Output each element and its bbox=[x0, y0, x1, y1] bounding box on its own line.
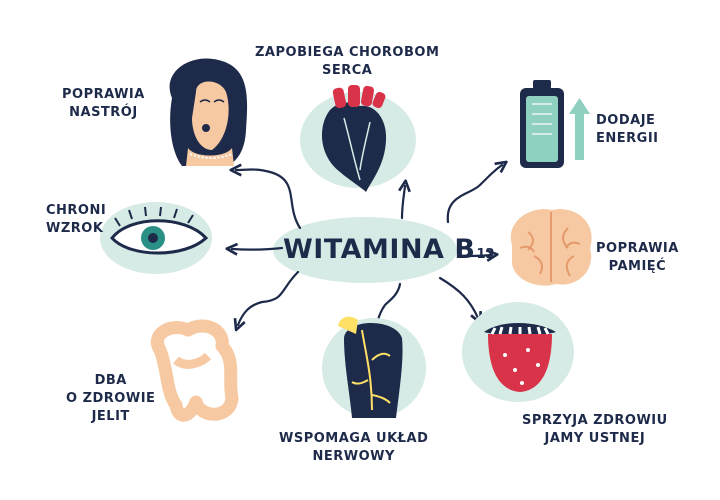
battery-illustration bbox=[520, 80, 590, 168]
label-mood: POPRAWIA NASTRÓJ bbox=[62, 86, 145, 122]
label-memory: POPRAWIA PAMIĘĆ bbox=[596, 240, 679, 276]
label-mouth-line1: SPRZYJA ZDROWIU bbox=[522, 413, 668, 428]
label-nerves-line2: NERWOWY bbox=[312, 449, 395, 464]
intestines-illustration bbox=[151, 319, 239, 422]
label-nerves: WSPOMAGA UKŁAD NERWOWY bbox=[279, 430, 428, 466]
arrow-to-gut bbox=[238, 270, 300, 325]
label-memory-line2: PAMIĘĆ bbox=[608, 259, 667, 274]
label-gut-line2: O ZDROWIE bbox=[66, 391, 156, 406]
label-gut-line1: DBA bbox=[94, 373, 127, 388]
label-vision-line1: CHRONI bbox=[46, 203, 107, 218]
label-mouth: SPRZYJA ZDROWIU JAMY USTNEJ bbox=[522, 412, 668, 448]
heart-illustration bbox=[300, 85, 416, 192]
label-heart: ZAPOBIEGA CHOROBOM SERCA bbox=[255, 44, 439, 80]
woman-face-illustration bbox=[169, 58, 248, 166]
label-heart-line1: ZAPOBIEGA CHOROBOM bbox=[255, 45, 440, 60]
brain-illustration bbox=[510, 209, 592, 286]
arrow-to-vision bbox=[232, 248, 284, 250]
label-mood-line2: NASTRÓJ bbox=[69, 105, 138, 120]
label-vision-line2: WZROK bbox=[46, 221, 104, 236]
arrow-to-energy bbox=[446, 165, 502, 224]
center-title-subscript: 12 bbox=[476, 247, 495, 262]
arrow-to-mood bbox=[236, 170, 302, 230]
nervous-system-illustration bbox=[322, 316, 426, 418]
arrow-to-mouth bbox=[438, 276, 478, 318]
label-nerves-line1: WSPOMAGA UKŁAD bbox=[279, 431, 429, 446]
label-gut-line3: JELIT bbox=[91, 409, 130, 424]
label-heart-line2: SERCA bbox=[322, 63, 373, 78]
arrow-to-memory bbox=[460, 255, 492, 256]
label-energy: DODAJE ENERGII bbox=[596, 112, 659, 148]
label-memory-line1: POPRAWIA bbox=[596, 241, 679, 256]
arrow-to-heart bbox=[402, 186, 405, 220]
label-mouth-line2: JAMY USTNEJ bbox=[544, 431, 646, 446]
label-energy-line1: DODAJE bbox=[596, 113, 656, 128]
center-title-main: WITAMINA B bbox=[283, 234, 476, 265]
center-blob bbox=[273, 217, 457, 283]
center-title: WITAMINA B12 bbox=[283, 234, 495, 265]
label-vision: CHRONI WZROK bbox=[46, 202, 106, 238]
label-mood-line1: POPRAWIA bbox=[62, 87, 145, 102]
label-energy-line2: ENERGII bbox=[596, 131, 659, 146]
mouth-illustration bbox=[462, 302, 574, 402]
eye-illustration bbox=[100, 202, 212, 274]
label-gut: DBA O ZDROWIE JELIT bbox=[66, 372, 155, 426]
